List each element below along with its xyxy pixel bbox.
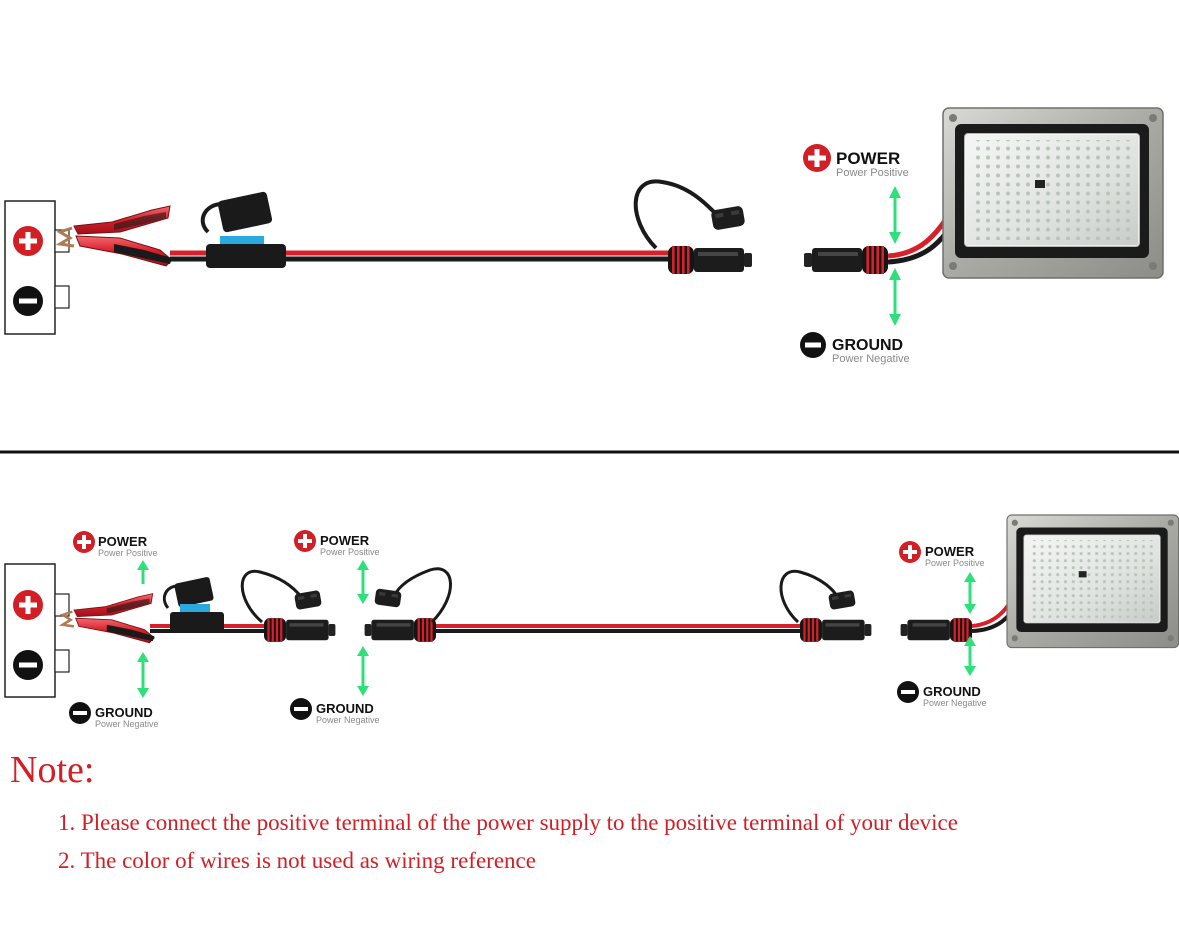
plus-circle-icon [803, 144, 831, 172]
power-title: POWER [925, 544, 975, 559]
green-arrow-icon [357, 646, 369, 696]
minus-circle-icon [800, 332, 826, 358]
sae-connector-icon [668, 246, 752, 274]
dust-cap-strap [633, 179, 718, 250]
green-arrow-icon [889, 268, 901, 326]
alligator-clip-icon [58, 204, 174, 268]
minus-circle-icon [13, 650, 43, 680]
top-diagram: POWER Power Positive GROUND Power Negati… [4, 107, 1164, 365]
flood-light-icon [942, 107, 1164, 279]
dust-cap-strap [392, 567, 452, 624]
plus-circle-icon [294, 530, 316, 552]
ground-label: GROUND Power Negative [897, 681, 987, 708]
power-subtitle: Power Positive [836, 167, 909, 179]
power-label: POWER Power Positive [803, 144, 909, 179]
ground-title: GROUND [95, 705, 153, 720]
notes-section: Note: 1. Please connect the positive ter… [0, 748, 1179, 908]
sae-connector-icon [364, 618, 436, 642]
sae-connector-icon [900, 618, 972, 642]
power-title: POWER [836, 149, 900, 168]
green-arrow-icon [889, 186, 901, 244]
battery-terminal-box [4, 563, 70, 698]
ground-title: GROUND [923, 684, 981, 699]
power-label: POWER Power Positive [73, 531, 158, 558]
ground-subtitle: Power Negative [95, 719, 159, 729]
green-arrow-icon [964, 572, 976, 614]
power-title: POWER [320, 533, 370, 548]
green-arrow-icon [137, 560, 149, 584]
sae-connector-icon [804, 246, 888, 274]
notes-title: Note: [10, 749, 95, 791]
ground-label: GROUND Power Negative [290, 698, 380, 725]
ground-subtitle: Power Negative [316, 715, 380, 725]
note-item-1: 1. Please connect the positive terminal … [58, 810, 958, 835]
power-subtitle: Power Positive [98, 548, 158, 558]
plus-circle-icon [73, 531, 95, 553]
flood-light-icon [1006, 514, 1179, 649]
minus-circle-icon [897, 681, 919, 703]
dust-cap-icon [710, 205, 746, 231]
ground-subtitle: Power Negative [832, 353, 910, 365]
ground-title: GROUND [832, 337, 903, 354]
green-arrow-icon [137, 652, 149, 698]
power-label: POWER Power Positive [294, 530, 380, 557]
ground-label: GROUND Power Negative [69, 702, 159, 729]
green-arrow-icon [357, 560, 369, 604]
main-cable [150, 624, 806, 633]
ground-subtitle: Power Negative [923, 698, 987, 708]
plus-circle-icon [899, 541, 921, 563]
sae-connector-icon [264, 618, 336, 642]
sae-connector-icon [800, 618, 872, 642]
power-title: POWER [98, 534, 148, 549]
power-label: POWER Power Positive [899, 541, 985, 568]
alligator-clip-icon [61, 592, 156, 645]
power-subtitle: Power Positive [925, 558, 985, 568]
dust-cap-strap [779, 569, 840, 624]
bottom-diagram: POWER Power Positive GROUND Power Negati… [4, 514, 1179, 729]
power-subtitle: Power Positive [320, 547, 380, 557]
minus-circle-icon [13, 286, 43, 316]
plus-circle-icon [13, 590, 43, 620]
minus-circle-icon [290, 698, 312, 720]
dust-cap-icon [828, 589, 856, 611]
green-arrow-icon [964, 636, 976, 676]
fuse-holder-icon [200, 191, 286, 268]
plus-circle-icon [13, 226, 43, 256]
ground-label: GROUND Power Negative [800, 332, 910, 365]
fuse-holder-icon [162, 577, 224, 632]
dust-cap-strap [240, 569, 304, 624]
ground-title: GROUND [316, 701, 374, 716]
minus-circle-icon [69, 702, 91, 724]
note-item-2: 2. The color of wires is not used as wir… [58, 848, 536, 873]
battery-terminal-box [4, 200, 70, 335]
